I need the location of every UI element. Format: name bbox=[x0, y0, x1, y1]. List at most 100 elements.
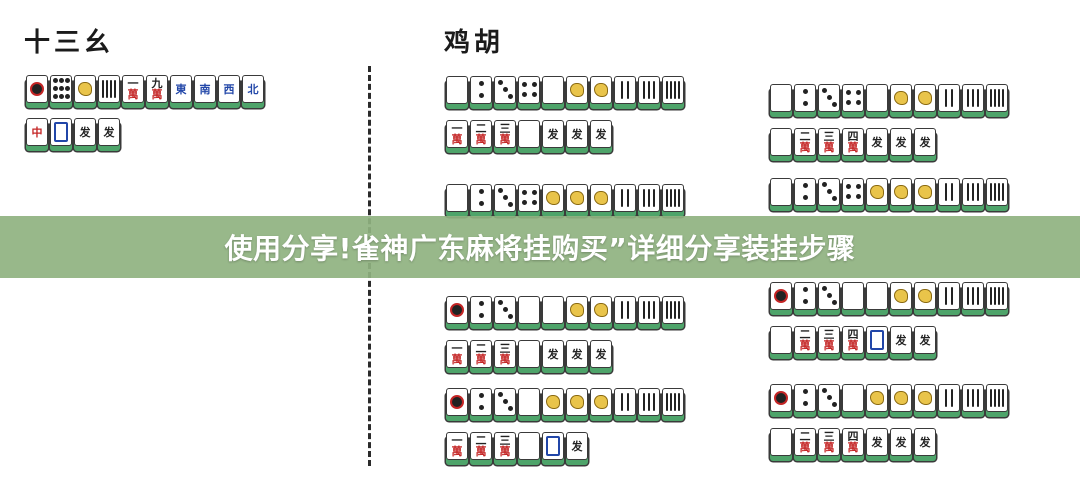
one-circle-icon bbox=[450, 303, 464, 317]
bamboo-stick-icon bbox=[621, 301, 623, 319]
one-circle-icon bbox=[774, 289, 788, 303]
wan-glyph: 萬 bbox=[475, 445, 487, 458]
green-dragon-glyph: 发 bbox=[103, 125, 115, 139]
mahjong-tile-X bbox=[770, 84, 792, 112]
bamboo-stick-icon bbox=[627, 189, 629, 207]
green-dragon-glyph: 发 bbox=[871, 135, 883, 149]
mahjong-tile-P bbox=[866, 326, 888, 354]
mahjong-tile-X bbox=[866, 84, 888, 112]
mahjong-tile-X bbox=[518, 432, 540, 460]
bamboo-stick-icon bbox=[990, 183, 992, 201]
bamboo-stick-icon bbox=[945, 89, 947, 107]
wan-number: 三 bbox=[499, 342, 511, 355]
mahjong-tile-X bbox=[518, 388, 540, 416]
circle-pip-icon bbox=[803, 183, 808, 188]
mahjong-tile-c1 bbox=[446, 388, 468, 416]
bamboo-stick-icon bbox=[653, 81, 655, 99]
bird-icon bbox=[894, 91, 908, 105]
circle-pip-icon bbox=[479, 189, 484, 194]
green-dragon-glyph: 发 bbox=[547, 347, 559, 361]
south-wind-glyph: 南 bbox=[199, 82, 211, 96]
mahjong-tile-F: 发 bbox=[566, 432, 588, 460]
circle-pip-icon bbox=[508, 406, 513, 411]
bamboo-stick-icon bbox=[1002, 389, 1004, 407]
mahjong-tile-X bbox=[518, 120, 540, 148]
tile-row bbox=[770, 84, 1008, 112]
tile-row bbox=[770, 384, 1008, 412]
bamboo-stick-icon bbox=[670, 81, 672, 99]
green-dragon-glyph: 发 bbox=[595, 127, 607, 141]
wan-number: 一 bbox=[451, 434, 463, 447]
mahjong-tile-b1 bbox=[890, 384, 912, 412]
mahjong-tile-w3: 三萬 bbox=[494, 340, 516, 368]
mahjong-tile-b3 bbox=[962, 84, 984, 112]
mahjong-tile-b1 bbox=[74, 75, 96, 103]
mahjong-tile-w1: 一萬 bbox=[446, 120, 468, 148]
mahjong-tile-w2: 二萬 bbox=[470, 432, 492, 460]
mahjong-tile-b1 bbox=[590, 388, 612, 416]
mahjong-tile-c3 bbox=[494, 184, 516, 212]
circle-pip-icon bbox=[508, 202, 513, 207]
bird-icon bbox=[546, 395, 560, 409]
mahjong-tile-X bbox=[542, 296, 564, 324]
circle-pip-icon bbox=[59, 86, 64, 91]
bamboo-stick-icon bbox=[643, 393, 645, 411]
circle-pip-icon bbox=[846, 90, 851, 95]
mahjong-tile-F: 发 bbox=[590, 340, 612, 368]
mahjong-tile-R: 中 bbox=[26, 118, 48, 146]
circle-pip-icon bbox=[532, 190, 537, 195]
bamboo-stick-icon bbox=[666, 81, 668, 99]
mahjong-tile-w2: 二萬 bbox=[794, 128, 816, 156]
bamboo-stick-icon bbox=[670, 393, 672, 411]
bamboo-stick-icon bbox=[648, 301, 650, 319]
mahjong-tile-S: 南 bbox=[194, 75, 216, 103]
bird-icon bbox=[546, 191, 560, 205]
circle-pip-icon bbox=[508, 314, 513, 319]
wan-glyph: 萬 bbox=[799, 141, 811, 154]
mahjong-tile-b2 bbox=[938, 178, 960, 206]
wan-number: 四 bbox=[847, 328, 859, 341]
green-dragon-glyph: 发 bbox=[547, 127, 559, 141]
white-dragon-icon bbox=[870, 330, 884, 350]
mahjong-tile-b4 bbox=[662, 388, 684, 416]
bamboo-stick-icon bbox=[945, 389, 947, 407]
circle-pip-icon bbox=[803, 287, 808, 292]
circle-pip-icon bbox=[827, 95, 832, 100]
mahjong-tile-b3 bbox=[638, 184, 660, 212]
bird-icon bbox=[918, 91, 932, 105]
circle-pip-icon bbox=[827, 395, 832, 400]
east-wind-glyph: 東 bbox=[175, 82, 187, 96]
mahjong-tile-P bbox=[542, 432, 564, 460]
mahjong-tile-b2 bbox=[614, 296, 636, 324]
mahjong-tile-b1 bbox=[914, 282, 936, 310]
mahjong-tile-w4: 四萬 bbox=[842, 326, 864, 354]
tile-row: 一萬二萬三萬发发发 bbox=[446, 120, 612, 148]
bamboo-stick-icon bbox=[674, 81, 676, 99]
wan-number: 三 bbox=[823, 430, 835, 443]
circle-pip-icon bbox=[822, 388, 827, 393]
mahjong-tile-c1 bbox=[26, 75, 48, 103]
bamboo-stick-icon bbox=[674, 393, 676, 411]
mahjong-tile-b1 bbox=[866, 384, 888, 412]
bamboo-stick-icon bbox=[951, 183, 953, 201]
bamboo-stick-icon bbox=[678, 301, 680, 319]
bamboo-stick-icon bbox=[945, 287, 947, 305]
circle-pip-icon bbox=[53, 78, 58, 83]
mahjong-tile-b1 bbox=[590, 296, 612, 324]
mahjong-tile-b4 bbox=[986, 84, 1008, 112]
mahjong-tile-c1 bbox=[446, 296, 468, 324]
mahjong-tile-b2 bbox=[938, 282, 960, 310]
bamboo-stick-icon bbox=[967, 389, 969, 407]
mahjong-tile-b4 bbox=[662, 296, 684, 324]
mahjong-tile-w2: 二萬 bbox=[794, 326, 816, 354]
mahjong-tile-X bbox=[542, 76, 564, 104]
banner-title: 使用分享!雀神广东麻将挂购买”详细分享装挂步骤 bbox=[224, 232, 856, 265]
bamboo-stick-icon bbox=[670, 189, 672, 207]
tile-row bbox=[446, 296, 684, 324]
circle-pip-icon bbox=[856, 90, 861, 95]
wan-number: 二 bbox=[799, 130, 811, 143]
west-wind-glyph: 西 bbox=[223, 82, 235, 96]
mahjong-tile-X bbox=[770, 178, 792, 206]
mahjong-tile-b3 bbox=[962, 282, 984, 310]
bamboo-stick-icon bbox=[666, 393, 668, 411]
